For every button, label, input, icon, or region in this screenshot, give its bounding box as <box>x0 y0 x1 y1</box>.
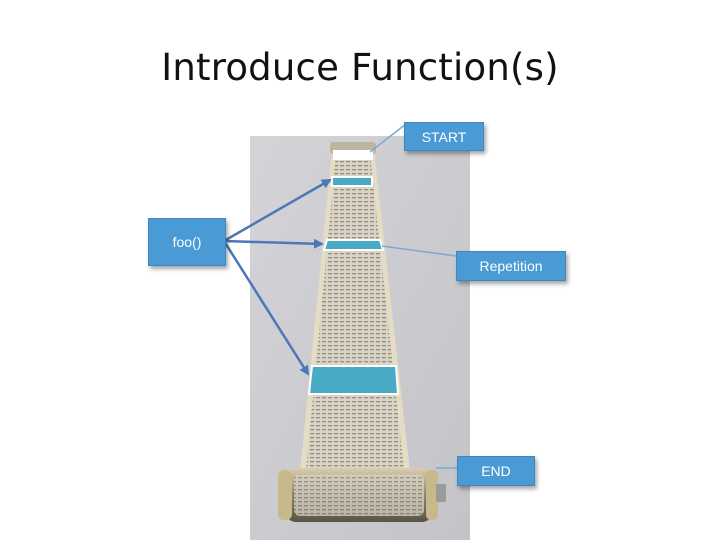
end-label: END <box>457 456 535 486</box>
start-label: START <box>404 122 484 151</box>
function-label: foo() <box>148 218 226 266</box>
repetition-label: Repetition <box>456 251 566 281</box>
slide-title: Introduce Function(s) <box>161 46 559 89</box>
scroll-top-roll <box>330 142 376 154</box>
scroll-photo <box>250 136 470 540</box>
